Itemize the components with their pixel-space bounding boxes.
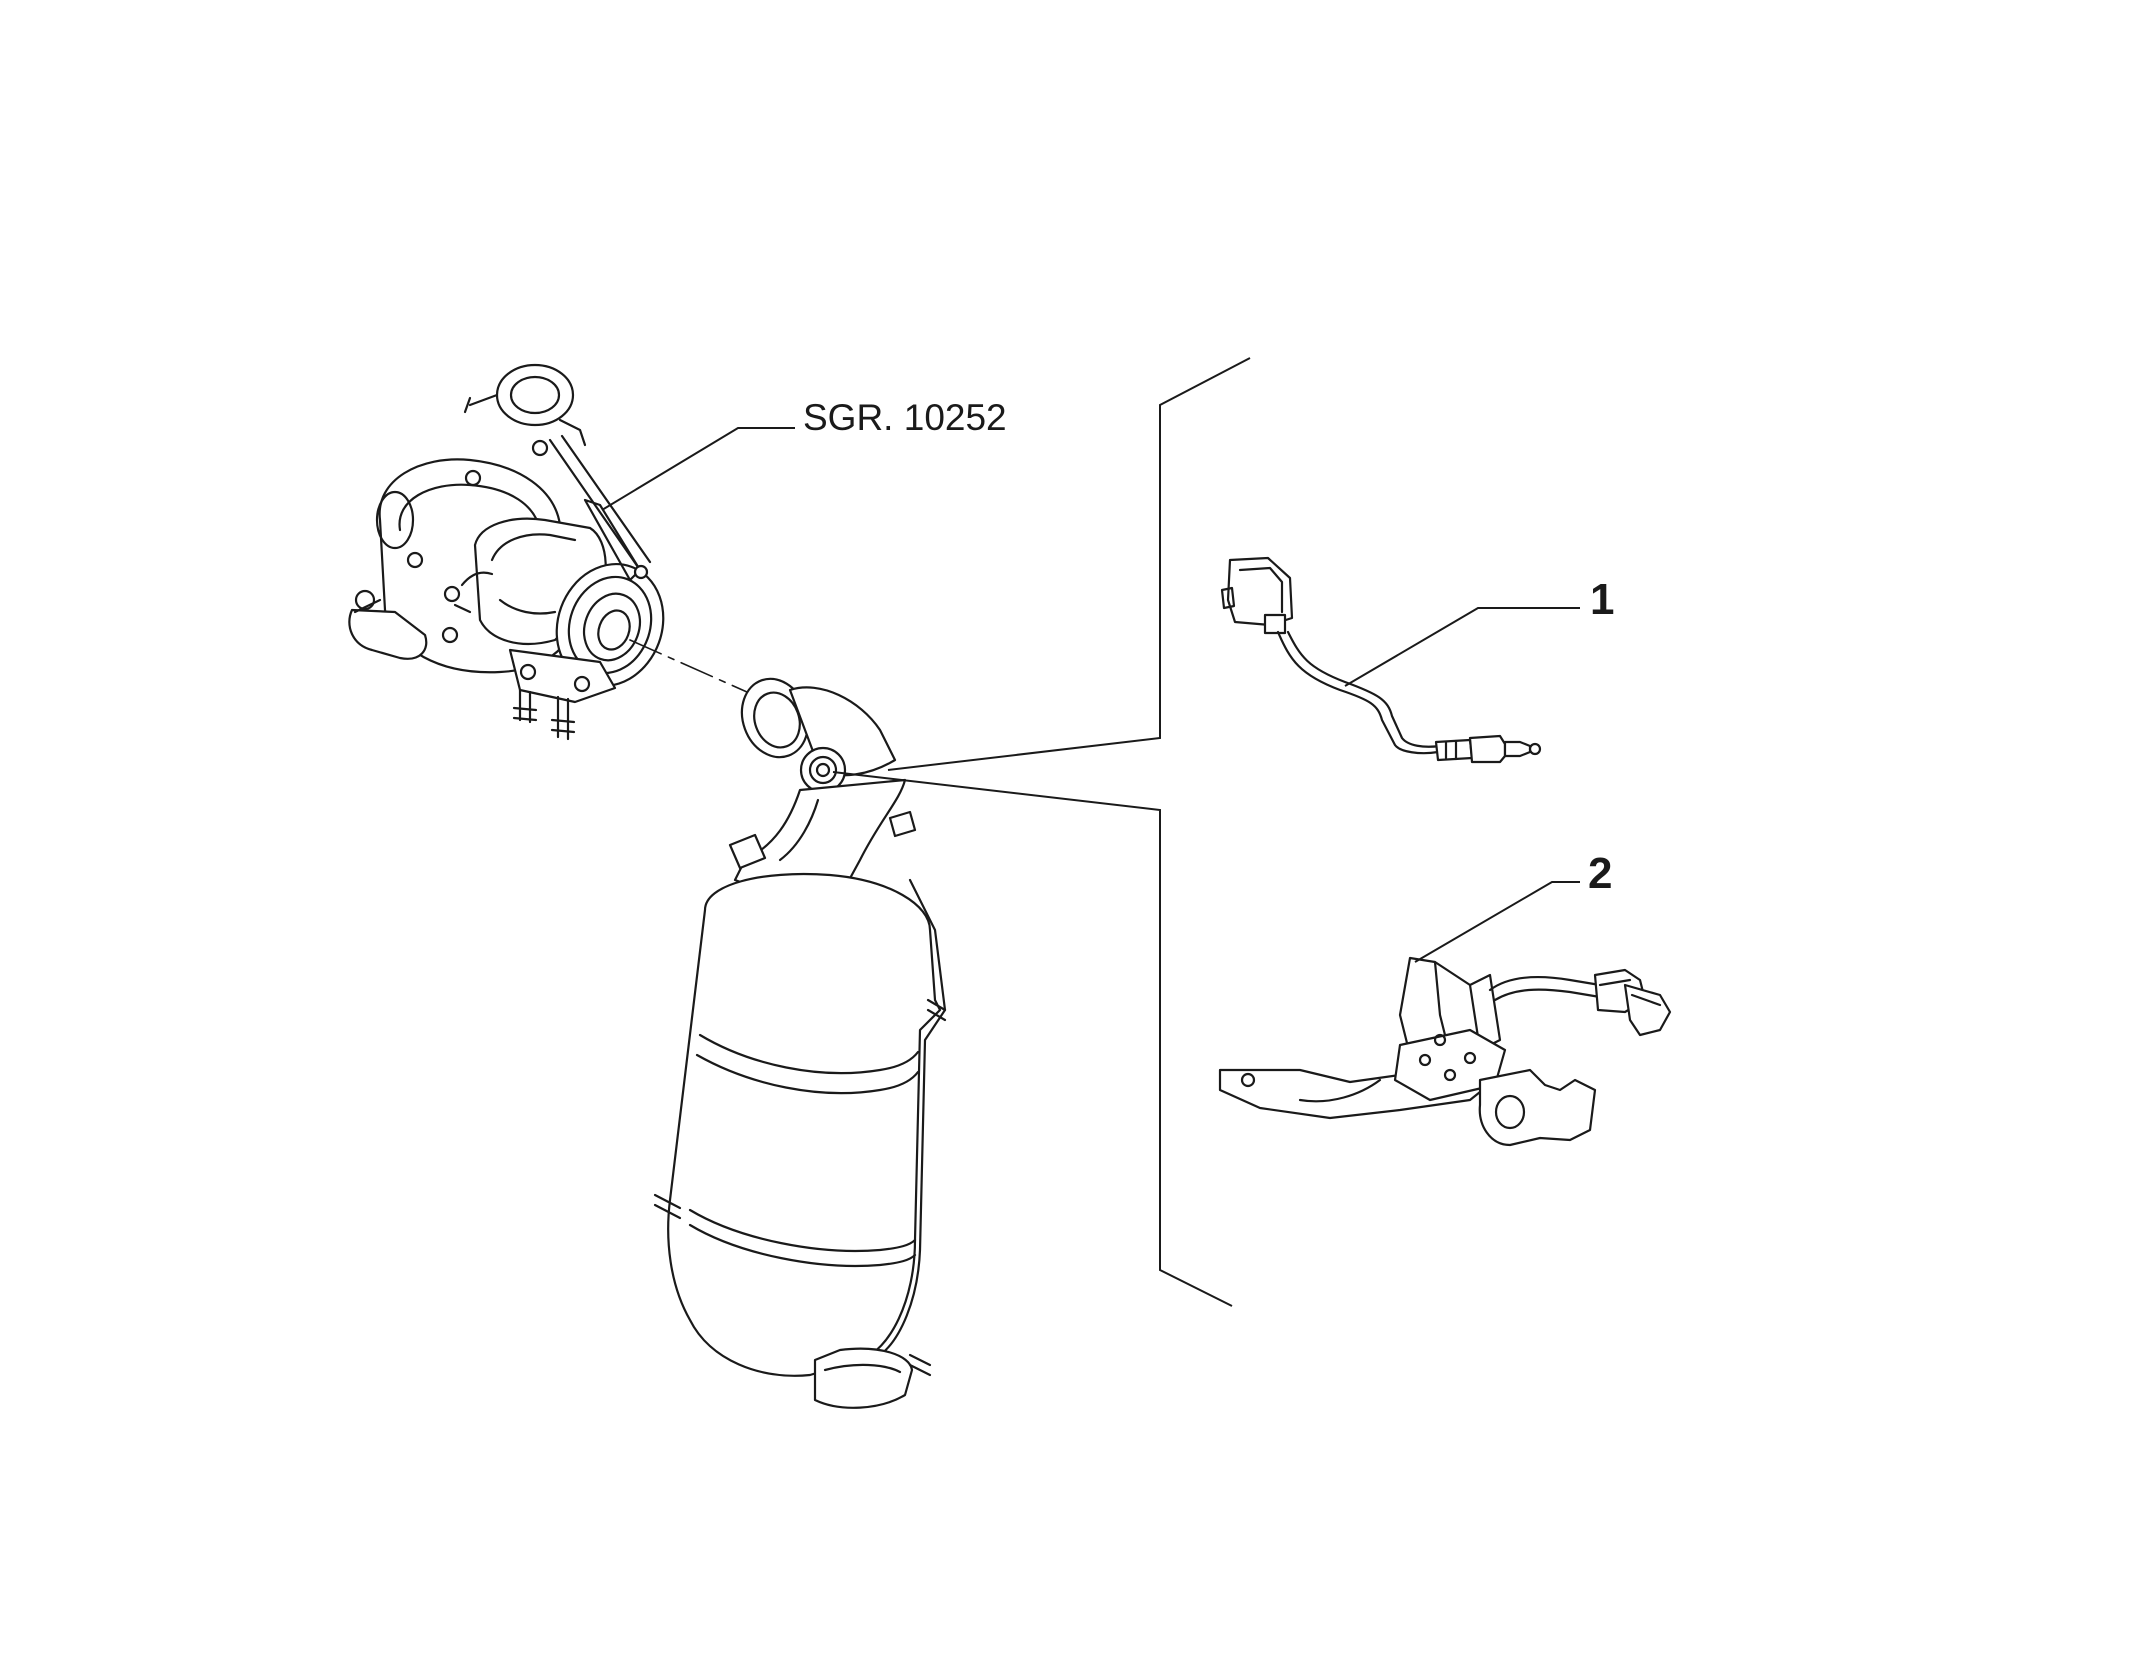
item-1-number: 1	[1590, 575, 1614, 624]
turbocharger-assembly	[348, 363, 665, 741]
callout-reference: SGR. 10252	[601, 397, 1007, 511]
sensor-wiring-bracket	[1218, 956, 1672, 1147]
item-1-leader-line	[1344, 607, 1580, 687]
callout-item-2: 2	[1414, 849, 1612, 963]
oxygen-sensor	[1220, 556, 1542, 764]
catalytic-converter	[653, 677, 947, 1409]
item-2-number: 2	[1588, 849, 1612, 898]
reference-label: SGR. 10252	[803, 397, 1007, 438]
assembly-axis-line	[629, 639, 766, 701]
item-2-leader-line	[1414, 881, 1580, 963]
detail-bracket	[832, 357, 1251, 1307]
callout-item-1: 1	[1344, 575, 1614, 687]
reference-leader-line	[601, 427, 795, 511]
